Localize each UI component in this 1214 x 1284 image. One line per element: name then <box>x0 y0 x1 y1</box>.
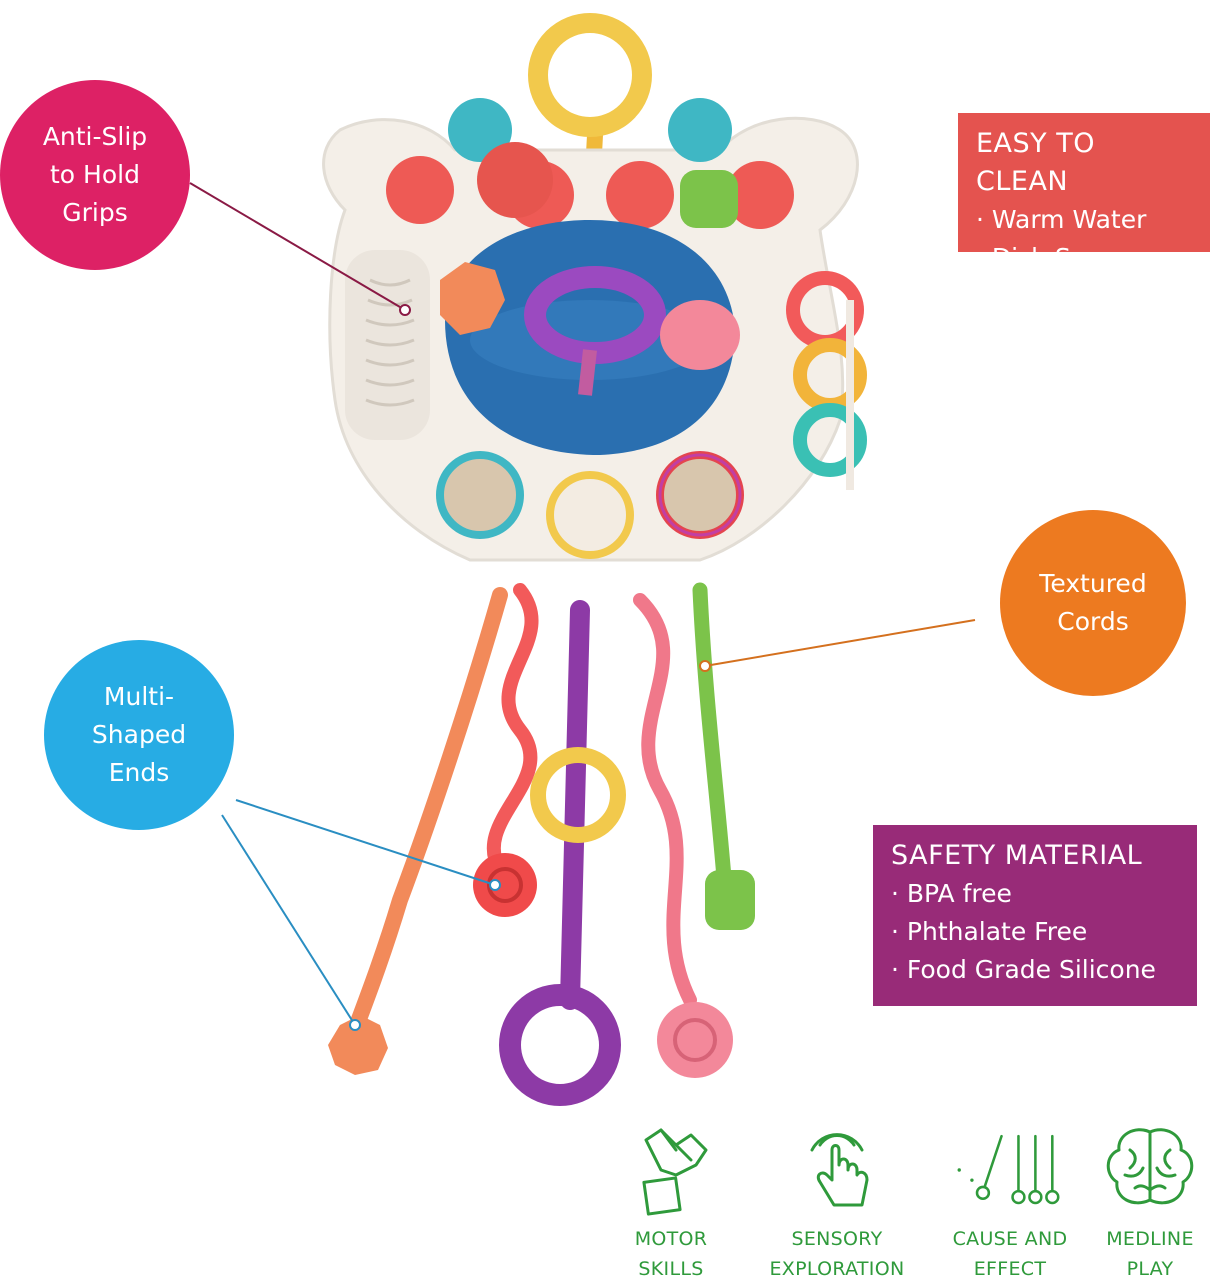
pink-disc-piece <box>660 300 740 370</box>
touch-hand-icon <box>810 1133 869 1207</box>
red-disc-end <box>473 853 537 917</box>
leader-ends-2 <box>221 814 356 1026</box>
safety-bullet: · BPA free <box>891 879 1012 908</box>
feature-label: MOTOR SKILLS <box>634 1228 708 1280</box>
easy-to-clean-box: EASY TO CLEAN · Warm Water · Dish Soap <box>958 113 1210 272</box>
leader-anti-slip <box>189 182 406 311</box>
textured-cords-text: Textured Cords <box>1039 569 1147 636</box>
anti-slip-text: Anti-Slip to Hold Grips <box>42 122 148 227</box>
yellow-ring-top <box>528 13 652 137</box>
feature-label: MEDLINE PLAY <box>1106 1228 1194 1280</box>
feature-sensory-exploration: SENSORY EXPLORATION <box>762 1120 912 1284</box>
safety-bullet: · Food Grade Silicone <box>891 955 1156 984</box>
red-wavy-cord <box>486 583 539 877</box>
clean-bullet: · Dish Soap <box>976 243 1118 272</box>
leader-ends-1 <box>235 799 496 886</box>
anti-slip-callout: Anti-Slip to Hold Grips <box>0 80 190 270</box>
green-cord <box>692 582 733 898</box>
green-flower-end <box>705 870 755 930</box>
clean-bullet: · Warm Water <box>976 205 1147 234</box>
safety-material-title: SAFETY MATERIAL <box>891 840 1143 871</box>
purple-cord <box>560 600 590 1010</box>
pendulum-icon <box>957 1134 1060 1205</box>
feature-medline-play: MEDLINE PLAY <box>1085 1120 1214 1284</box>
safety-bullet: · Phthalate Free <box>891 917 1088 946</box>
multi-shaped-text: Multi- Shaped Ends <box>91 682 187 787</box>
orange-flower-piece <box>440 262 505 335</box>
pink-cord <box>633 593 697 1007</box>
multi-shaped-callout: Multi- Shaped Ends <box>44 640 234 830</box>
feature-label: SENSORY EXPLORATION <box>769 1228 905 1280</box>
yellow-ring-small <box>530 747 626 843</box>
green-flower-piece <box>680 170 738 228</box>
textured-cords-callout: Textured Cords <box>1000 510 1186 696</box>
pink-disc-end <box>657 1002 733 1078</box>
safety-material-box: SAFETY MATERIAL · BPA free · Phthalate F… <box>873 825 1197 1006</box>
orange-cord <box>347 587 508 1038</box>
brain-icon <box>1106 1128 1194 1205</box>
leader-textured <box>704 619 976 667</box>
orange-flower-end <box>328 1015 388 1075</box>
easy-to-clean-title: EASY TO CLEAN <box>976 128 1095 197</box>
red-disc-piece <box>477 142 553 218</box>
feature-cause-and-effect: CAUSE AND EFFECT <box>935 1120 1085 1284</box>
purple-ring-end <box>499 984 621 1106</box>
feature-motor-skills: MOTOR SKILLS <box>596 1120 746 1284</box>
hand-block-icon <box>642 1128 708 1216</box>
feature-label: CAUSE AND EFFECT <box>952 1228 1068 1280</box>
